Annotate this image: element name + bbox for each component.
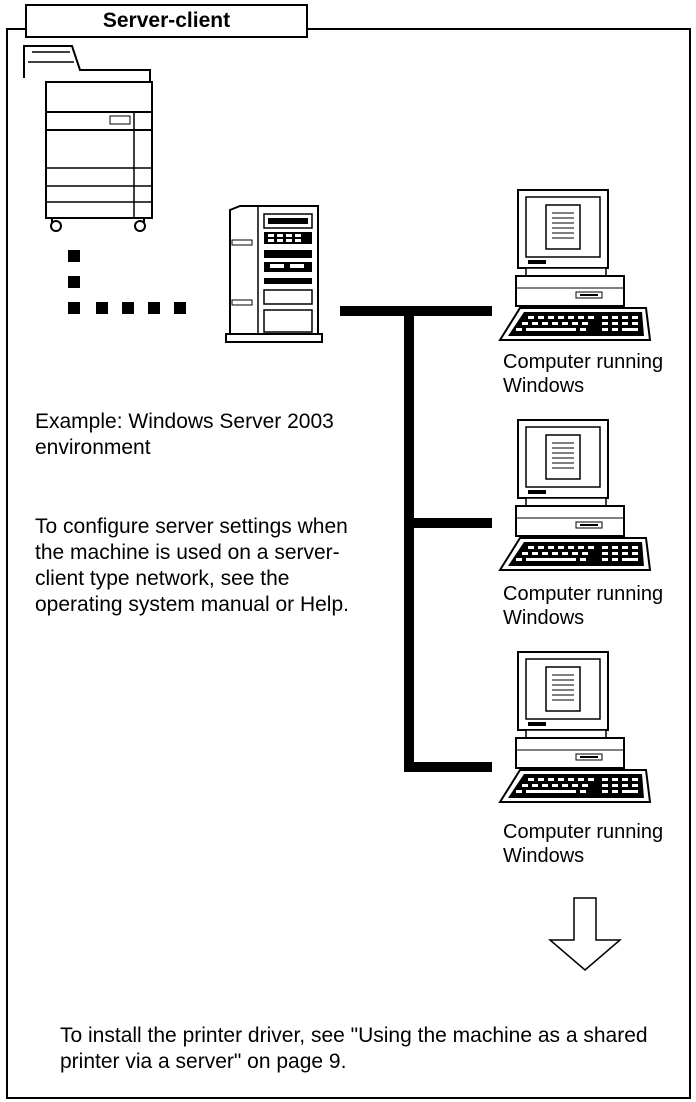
frame-top-border-left [6, 28, 26, 30]
footer-note: To install the printer driver, see "Usin… [60, 1024, 648, 1073]
computer-label-line: Windows [503, 375, 585, 397]
network-bus [340, 306, 492, 772]
computer-label-line: Computer running [503, 583, 664, 605]
computer-label-1: Computer running Windows [503, 350, 663, 398]
printer-server-connection [68, 250, 186, 314]
computer-label-line: Windows [503, 845, 585, 867]
computer-label-3: Computer running Windows [503, 820, 663, 868]
server-note: To configure server settings when the ma… [35, 515, 349, 616]
computer-icon [499, 419, 651, 571]
computer-label-line: Computer running [503, 351, 664, 373]
example-text: Example: Windows Server 2003 environment [35, 410, 334, 459]
diagram-title: Server-client [102, 9, 231, 32]
server-icon [225, 205, 323, 343]
computer-label-line: Windows [503, 607, 585, 629]
title-tab: Server-client [25, 4, 308, 38]
diagram-frame [6, 28, 691, 1099]
computer-icon [499, 189, 651, 341]
computer-icon [499, 651, 651, 803]
down-arrow-icon [547, 897, 623, 971]
computer-label-2: Computer running Windows [503, 582, 663, 630]
computer-label-line: Computer running [503, 821, 664, 843]
frame-top-border-right [308, 28, 689, 30]
printer-icon [23, 45, 153, 232]
